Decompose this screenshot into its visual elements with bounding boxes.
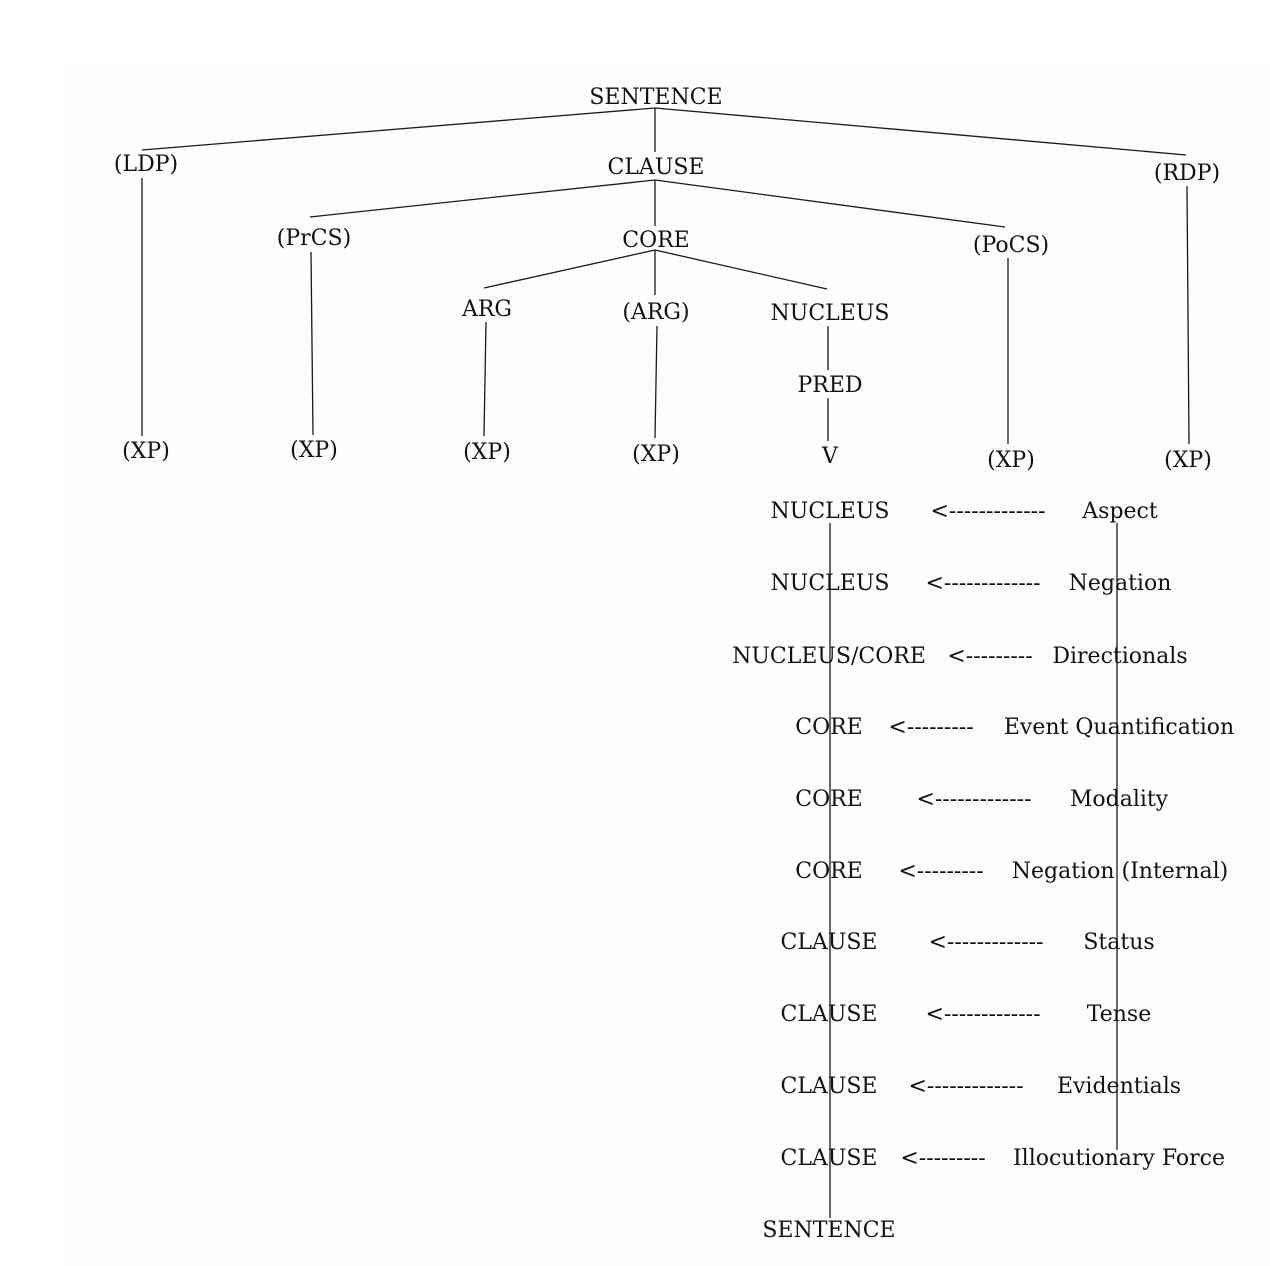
node-prcs: (PrCS) [277, 226, 351, 251]
operator-label: Aspect [1081, 499, 1158, 524]
layer-label: CORE [795, 787, 863, 812]
node-xp-pocs: (XP) [987, 448, 1035, 473]
operator-arrow: <--------- [947, 644, 1032, 669]
node-xp-prcs: (XP) [290, 438, 338, 463]
operator-label: Modality [1070, 787, 1169, 812]
node-pred: PRED [797, 373, 862, 398]
layer-label: CLAUSE [780, 1002, 877, 1027]
layer-label: NUCLEUS [771, 499, 890, 524]
operator-spines [829, 523, 1118, 1218]
operator-label: Directionals [1052, 644, 1187, 669]
edge-arg-xp [483, 321, 487, 437]
node-arg: ARG [461, 297, 512, 322]
layer-label: CLAUSE [780, 1146, 877, 1171]
diagram-background [62, 62, 1270, 1266]
edge-clause-prcs [309, 179, 656, 218]
node-ldp: (LDP) [114, 152, 178, 177]
operator-arrow: <------------- [925, 571, 1040, 596]
operator-arrow: <------------- [908, 1074, 1023, 1099]
node-nucleus: NUCLEUS [771, 301, 890, 326]
node-pocs: (PoCS) [973, 233, 1049, 258]
operator-label: Status [1083, 930, 1154, 955]
operator-projection: NUCLEUS <------------- Aspect NUCLEUS <-… [732, 499, 1234, 1243]
edge-sentence-rdp [654, 107, 1187, 156]
layer-label: NUCLEUS/CORE [732, 644, 926, 669]
edge-rdp-xp [1186, 185, 1190, 445]
node-sentence: SENTENCE [589, 85, 722, 110]
node-xp-arg-optional: (XP) [632, 442, 680, 467]
edge-prcs-xp [310, 251, 314, 436]
edge-sentence-ldp [141, 107, 656, 151]
operator-arrow: <------------- [928, 930, 1043, 955]
operator-label: Negation [1069, 571, 1172, 596]
layer-label: NUCLEUS [771, 571, 890, 596]
edge-core-nucleus [654, 249, 828, 290]
layer-label: CORE [795, 715, 863, 740]
operator-label: Illocutionary Force [1013, 1146, 1225, 1171]
node-xp-rdp: (XP) [1164, 448, 1212, 473]
layer-label: CORE [795, 859, 863, 884]
bottom-sentence: SENTENCE [762, 1218, 895, 1243]
node-v: V [821, 444, 839, 469]
node-xp-ldp: (XP) [122, 439, 170, 464]
operator-arrow: <------------- [925, 1002, 1040, 1027]
operator-arrow: <--------- [898, 859, 983, 884]
layer-label: CLAUSE [780, 930, 877, 955]
tree-labels: SENTENCE (LDP) CLAUSE (RDP) (PrCS) CORE … [114, 85, 1220, 473]
tree-edges [141, 107, 1190, 445]
operator-arrow: <------------- [916, 787, 1031, 812]
operator-arrow: <--------- [888, 715, 973, 740]
operator-label: Event Quantification [1004, 715, 1234, 740]
node-xp-arg: (XP) [463, 440, 511, 465]
operator-label: Negation (Internal) [1012, 859, 1228, 884]
node-rdp: (RDP) [1154, 161, 1220, 186]
node-arg-optional: (ARG) [622, 300, 689, 325]
layer-label: CLAUSE [780, 1074, 877, 1099]
operator-arrow: <------------- [930, 499, 1045, 524]
edge-arg-optional-xp [654, 325, 658, 439]
node-clause: CLAUSE [607, 155, 704, 180]
operator-label: Evidentials [1057, 1074, 1181, 1099]
node-core: CORE [622, 228, 690, 253]
edge-clause-pocs [654, 179, 1006, 228]
operator-arrow: <--------- [900, 1146, 985, 1171]
edge-core-arg [483, 249, 656, 289]
operator-label: Tense [1087, 1002, 1151, 1027]
